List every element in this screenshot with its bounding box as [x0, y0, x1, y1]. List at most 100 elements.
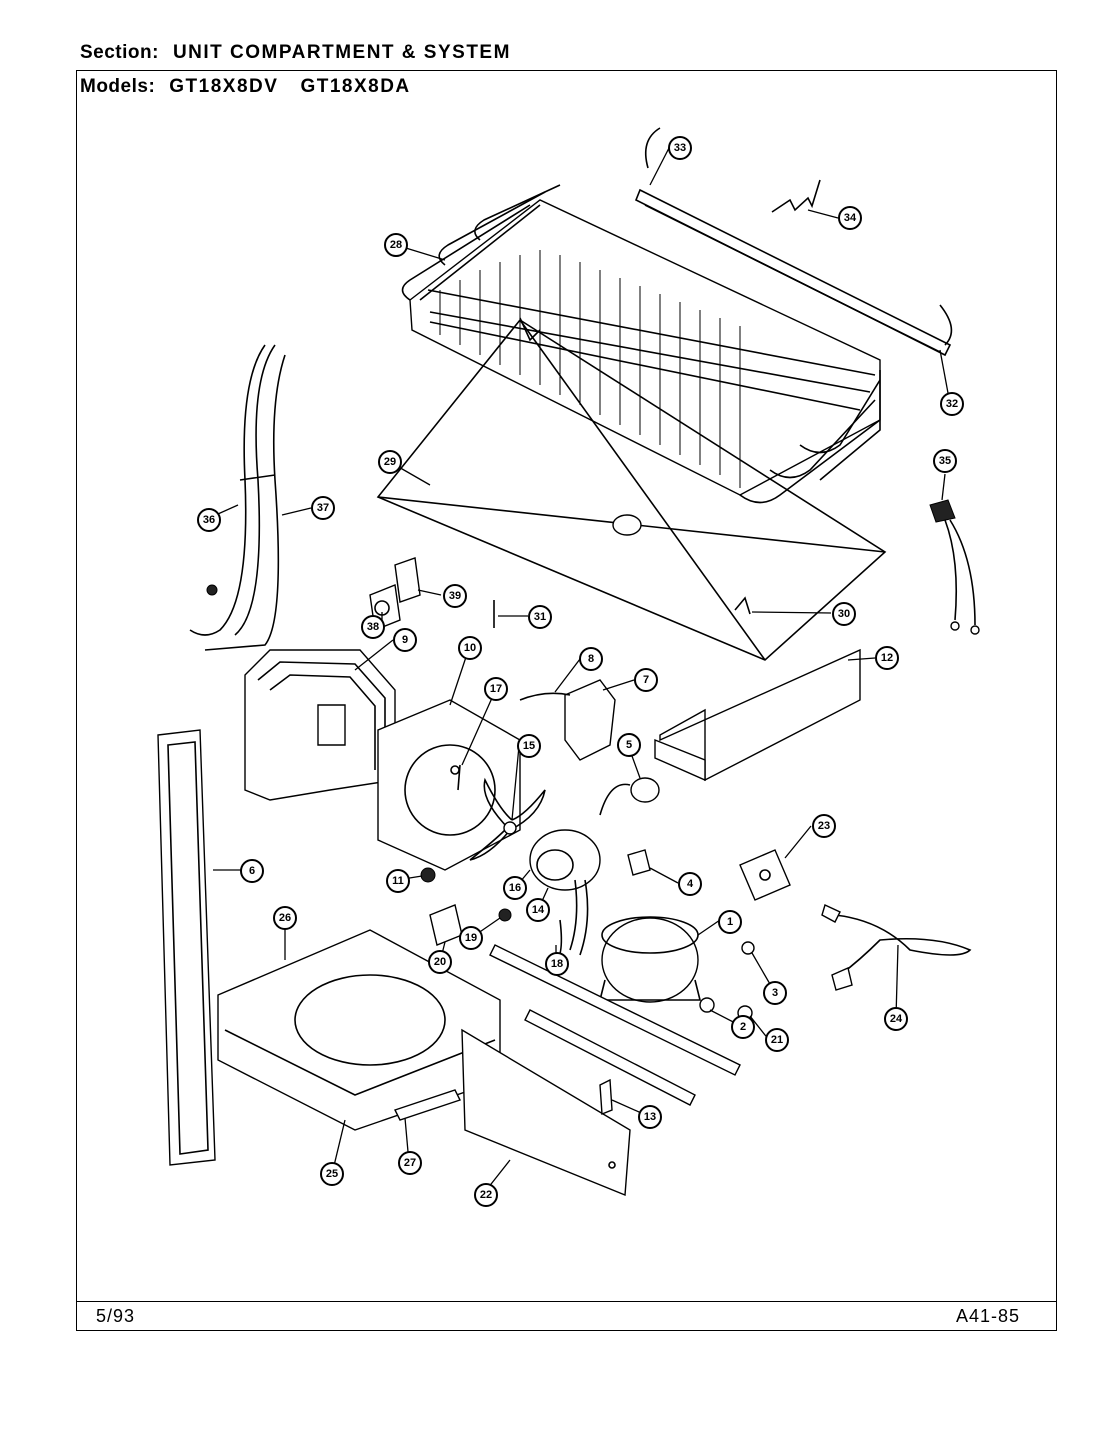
washer — [498, 908, 512, 922]
svg-text:26: 26 — [279, 912, 291, 924]
svg-text:35: 35 — [939, 455, 951, 467]
callout-20: 20 — [428, 950, 452, 974]
callout-2: 2 — [731, 1015, 755, 1039]
callout-9: 9 — [393, 628, 417, 652]
svg-text:27: 27 — [404, 1157, 416, 1169]
section-label: Section: — [80, 42, 159, 63]
grommet-3 — [741, 941, 755, 955]
svg-text:17: 17 — [490, 683, 502, 695]
footer-drawing-code: A41-85 — [956, 1306, 1021, 1326]
unit-base-pan — [217, 929, 501, 1131]
drain-tube-assembly — [244, 649, 396, 801]
callout-21: 21 — [765, 1028, 789, 1052]
callout-30: 30 — [832, 602, 856, 626]
callout-27: 27 — [398, 1151, 422, 1175]
start-capacitor — [599, 777, 660, 816]
section-title: UNIT COMPARTMENT & SYSTEM — [172, 42, 511, 63]
svg-text:14: 14 — [532, 904, 545, 916]
svg-text:29: 29 — [384, 456, 396, 468]
callout-12: 12 — [875, 646, 899, 670]
callout-3: 3 — [763, 981, 787, 1005]
lower-rail — [524, 1009, 696, 1106]
svg-text:3: 3 — [772, 987, 778, 999]
callout-26: 26 — [273, 906, 297, 930]
callout-16: 16 — [503, 876, 527, 900]
callout-37: 37 — [311, 496, 335, 520]
callout-15: 15 — [517, 734, 541, 758]
control-bracket — [519, 679, 616, 761]
side-panel — [654, 648, 861, 782]
compressor-rail — [489, 944, 741, 1076]
callout-6: 6 — [240, 859, 264, 883]
refrigerant-tubing — [189, 344, 286, 651]
svg-text:28: 28 — [390, 239, 402, 251]
callout-36: 36 — [197, 508, 221, 532]
svg-text:13: 13 — [644, 1111, 656, 1123]
svg-text:7: 7 — [643, 674, 649, 686]
svg-text:22: 22 — [480, 1189, 492, 1201]
callout-24: 24 — [884, 1007, 908, 1031]
callout-39: 39 — [443, 584, 467, 608]
callout-28: 28 — [384, 233, 408, 257]
svg-text:5: 5 — [626, 739, 632, 751]
svg-text:30: 30 — [838, 608, 850, 620]
diagram-frame — [76, 70, 1057, 1331]
wire-clip — [771, 179, 821, 213]
callout-14: 14 — [526, 898, 550, 922]
svg-text:19: 19 — [465, 932, 477, 944]
overload-protector — [429, 904, 463, 946]
callout-7: 7 — [634, 668, 658, 692]
svg-text:6: 6 — [249, 865, 255, 877]
callout-29: 29 — [378, 450, 402, 474]
svg-text:38: 38 — [367, 621, 379, 633]
callout-35: 35 — [933, 449, 957, 473]
grommet-1 — [699, 997, 715, 1013]
svg-text:23: 23 — [818, 820, 830, 832]
svg-text:16: 16 — [509, 882, 521, 894]
svg-text:1: 1 — [727, 916, 733, 928]
fan-blade — [469, 777, 546, 861]
nut — [420, 867, 436, 883]
access-panel-clip — [599, 1078, 613, 1116]
svg-text:9: 9 — [402, 634, 408, 646]
shroud-screw — [457, 764, 461, 791]
callout-5: 5 — [617, 733, 641, 757]
svg-text:8: 8 — [588, 653, 594, 665]
models-label: Models: — [80, 76, 156, 97]
svg-text:4: 4 — [687, 878, 694, 890]
access-panel — [461, 1028, 631, 1197]
svg-text:21: 21 — [771, 1034, 783, 1046]
callout-11: 11 — [386, 869, 410, 893]
callout-13: 13 — [638, 1105, 662, 1129]
defrost-timer — [739, 849, 791, 901]
callout-34: 34 — [838, 206, 862, 230]
compressor — [598, 916, 702, 1003]
svg-text:15: 15 — [523, 740, 535, 752]
callout-23: 23 — [812, 814, 836, 838]
svg-text:18: 18 — [551, 958, 563, 970]
bracket-strip — [394, 1089, 461, 1121]
svg-text:24: 24 — [890, 1013, 903, 1025]
fan-shroud — [377, 699, 521, 871]
callout-31: 31 — [528, 605, 552, 629]
svg-text:25: 25 — [326, 1168, 338, 1180]
svg-text:36: 36 — [203, 514, 215, 526]
fan-motor — [529, 829, 601, 956]
callout-8: 8 — [579, 647, 603, 671]
svg-text:37: 37 — [317, 502, 329, 514]
svg-text:20: 20 — [434, 956, 446, 968]
svg-text:33: 33 — [674, 142, 686, 154]
callout-4: 4 — [678, 872, 702, 896]
footer-divider — [76, 1301, 1057, 1302]
callout-32: 32 — [940, 392, 964, 416]
start-relay — [627, 849, 651, 876]
callout-17: 17 — [484, 677, 508, 701]
callout-1: 1 — [718, 910, 742, 934]
power-connector — [929, 499, 980, 635]
callout-22: 22 — [474, 1183, 498, 1207]
top-mounting-bracket — [634, 127, 953, 357]
svg-text:39: 39 — [449, 590, 461, 602]
callout-25: 25 — [320, 1162, 344, 1186]
